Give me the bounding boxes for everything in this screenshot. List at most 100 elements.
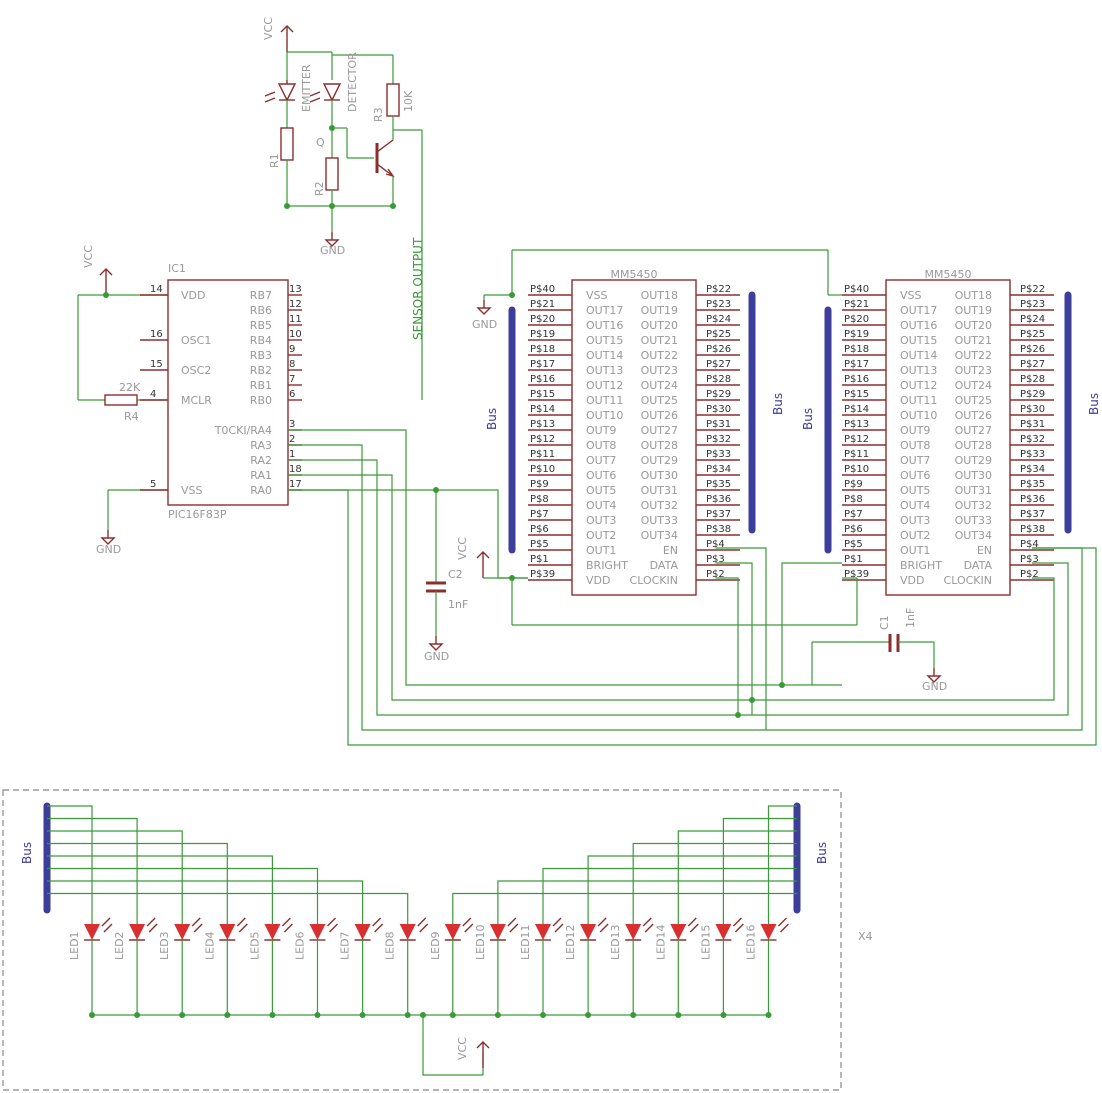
- driver-pin-left: P$7: [844, 509, 863, 520]
- driver-inner-left: OUT16: [586, 319, 623, 332]
- mcu-pin-name: RB7: [250, 289, 272, 302]
- driver-inner-right: OUT21: [641, 334, 678, 347]
- driver-inner-left: OUT15: [900, 334, 937, 347]
- driver-inner-left: OUT10: [900, 409, 937, 422]
- driver-inner-right: OUT21: [955, 334, 992, 347]
- driver-inner-left: OUT1: [900, 544, 930, 557]
- driver-pin-left: P$6: [844, 524, 863, 535]
- mcu-pin-number: 15: [150, 359, 163, 370]
- driver-inner-right: OUT25: [641, 394, 678, 407]
- led-diode: [760, 924, 777, 940]
- led-bus-wire: [47, 805, 93, 924]
- driver-pin-right: P$37: [1020, 509, 1045, 520]
- led-bus-wire: [722, 817, 797, 924]
- led-diode: [219, 924, 236, 940]
- driver-pin-left: P$1: [530, 554, 549, 565]
- driver-pin-right: P$38: [1020, 524, 1045, 535]
- led-block-frame: [2, 789, 842, 1091]
- led-rays: [236, 917, 248, 933]
- r1-label: R1: [268, 153, 281, 168]
- driver-pin-left: P$6: [530, 524, 549, 535]
- driver-inner-left: VSS: [586, 289, 608, 302]
- led-diode: [354, 924, 371, 940]
- driver-pin-right: P$26: [706, 344, 731, 355]
- mcu-pin-number: 3: [289, 419, 295, 430]
- driver-inner-left: OUT11: [900, 394, 937, 407]
- driver-inner-right: OUT27: [955, 424, 992, 437]
- driver-pin-right: P$32: [1020, 434, 1045, 445]
- led-diode: [535, 924, 551, 940]
- mcu-pin-name: OSC1: [181, 334, 211, 347]
- driver-pin-left: P$15: [530, 389, 555, 400]
- driver-inner-right: OUT26: [955, 409, 992, 422]
- driver-pin-left: P$21: [844, 299, 869, 310]
- driver-pin-right: P$2: [706, 569, 725, 580]
- mcu-vcc-label: VCC: [82, 245, 95, 268]
- driver-inner-left: OUT9: [900, 424, 930, 437]
- driver-pin-left: P$16: [530, 374, 555, 385]
- driver-pin-right: P$29: [1020, 389, 1045, 400]
- mcu-gnd-label: GND: [96, 543, 121, 556]
- mcu-pin-name: RA3: [250, 439, 272, 452]
- led-diode: [264, 924, 281, 940]
- led-rays: [732, 917, 744, 933]
- bus-label-1: Bus: [485, 408, 499, 430]
- driver-pin-left: P$9: [530, 479, 549, 490]
- driver-pin-right: P$35: [706, 479, 731, 490]
- driver-inner-left: BRIGHT: [900, 559, 942, 572]
- mcu-pin-name: RA2: [250, 454, 272, 467]
- driver-pin-right: P$31: [1020, 419, 1045, 430]
- mcu-pin-number: 2: [289, 434, 295, 445]
- driver-inner-left: OUT15: [586, 334, 623, 347]
- driver-pin-right: P$28: [1020, 374, 1045, 385]
- driver-pin-left: P$20: [844, 314, 869, 325]
- driver-pin-left: P$40: [530, 284, 555, 295]
- driver-inner-right: CLOCKIN: [630, 574, 678, 587]
- driver-pin-right: P$37: [706, 509, 731, 520]
- led-rays: [146, 917, 158, 933]
- driver-inner-left: VDD: [586, 574, 610, 587]
- led-label: LED12: [564, 924, 577, 960]
- driver-pin-left: P$39: [530, 569, 555, 580]
- led-rays: [281, 917, 293, 933]
- driver-inner-right: OUT19: [641, 304, 678, 317]
- mcu-pin-name: RA0: [250, 484, 272, 497]
- mcu-pin-number: 4: [150, 389, 156, 400]
- driver-inner-left: OUT6: [586, 469, 616, 482]
- driver-pin-right: P$29: [706, 389, 731, 400]
- driver-inner-left: OUT8: [900, 439, 930, 452]
- driver-pin-left: P$14: [844, 404, 869, 415]
- driver-inner-right: OUT22: [641, 349, 678, 362]
- driver-inner-right: OUT31: [955, 484, 992, 497]
- led-diode: [715, 924, 732, 940]
- mcu-name: IC1: [168, 262, 186, 275]
- mcu-pin-name: VDD: [181, 289, 205, 302]
- mcu-part: PIC16F83P: [168, 508, 227, 521]
- driver-inner-right: OUT30: [641, 469, 678, 482]
- driver-pin-right: P$31: [706, 419, 731, 430]
- vcc-label: VCC: [262, 17, 275, 40]
- mcu-pin-number: 11: [289, 314, 302, 325]
- led-bus-wire: [632, 842, 797, 924]
- led-bus-right-label: Bus: [815, 842, 829, 864]
- driver-pin-left: P$10: [844, 464, 869, 475]
- driver-inner-right: OUT18: [955, 289, 992, 302]
- driver-pin-right: P$33: [706, 449, 731, 460]
- driver-inner-left: OUT12: [900, 379, 937, 392]
- driver-inner-left: OUT17: [586, 304, 623, 317]
- mcu-pin-name: T0CKI/RA4: [214, 424, 272, 437]
- driver-inner-right: OUT29: [955, 454, 992, 467]
- mcu-pin-name: RA1: [250, 469, 272, 482]
- driver-pin-left: P$21: [530, 299, 555, 310]
- led-diode: [670, 924, 687, 940]
- driver-pin-left: P$16: [844, 374, 869, 385]
- c2-value: 1nF: [448, 598, 468, 611]
- driver-pin-right: P$28: [706, 374, 731, 385]
- driver-pin-right: P$32: [706, 434, 731, 445]
- driver-pin-left: P$14: [530, 404, 555, 415]
- driver-pin-right: P$22: [1020, 284, 1045, 295]
- emitter-label: EMITTER: [300, 64, 313, 112]
- led-rays: [191, 917, 203, 933]
- driver-inner-left: OUT16: [900, 319, 937, 332]
